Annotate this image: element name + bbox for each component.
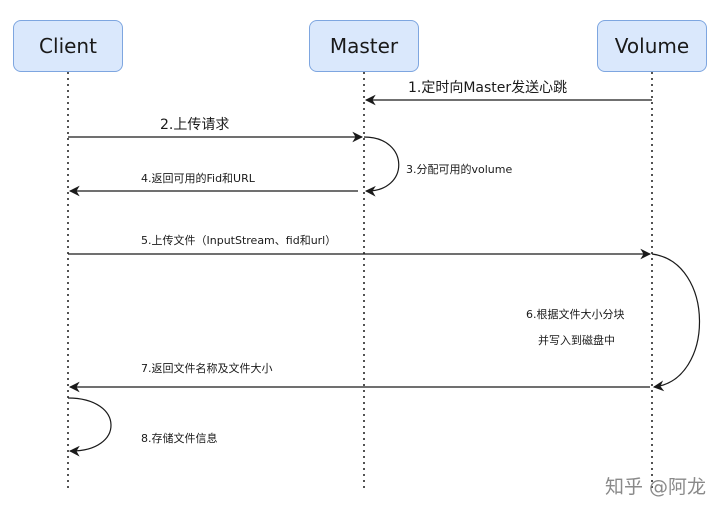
- label-return-fid-url: 4.返回可用的Fid和URL: [141, 172, 255, 185]
- arrow-store-file-info: [67, 397, 112, 457]
- label-store-file-info: 8.存储文件信息: [141, 432, 218, 445]
- actor-volume: Volume: [597, 20, 707, 72]
- label-allocate-volume: 3.分配可用的volume: [406, 163, 513, 176]
- arrow-chunk-write: [651, 253, 701, 392]
- arrow-allocate-volume: [363, 136, 400, 197]
- label-chunk-write-line1: 6.根据文件大小分块: [526, 308, 625, 321]
- label-heartbeat: 1.定时向Master发送心跳: [408, 80, 568, 96]
- label-upload-request: 2.上传请求: [160, 117, 230, 133]
- actor-client: Client: [13, 20, 123, 72]
- label-chunk-write-line2: 并写入到磁盘中: [538, 334, 615, 347]
- actor-master: Master: [309, 20, 419, 72]
- label-upload-file: 5.上传文件（InputStream、fid和url）: [141, 234, 337, 247]
- label-return-file-info: 7.返回文件名称及文件大小: [141, 362, 273, 375]
- watermark: 知乎 @阿龙: [604, 476, 706, 498]
